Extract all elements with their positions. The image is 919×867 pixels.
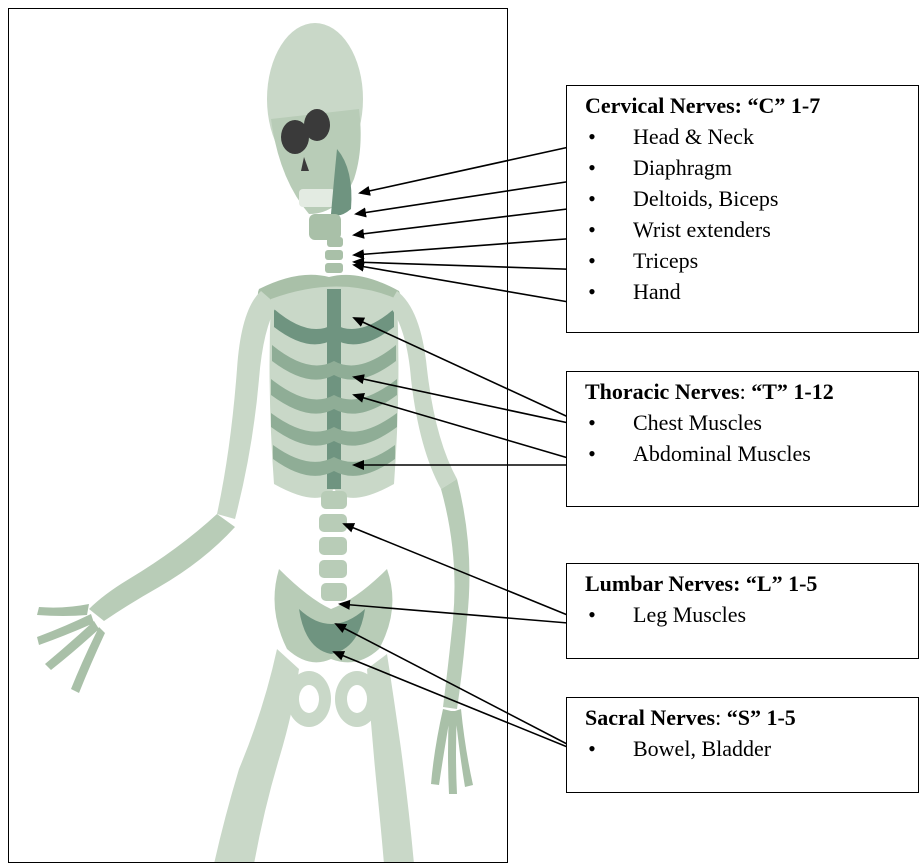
list-item: •Leg Muscles [585, 599, 918, 630]
bullet-icon: • [585, 245, 599, 276]
list-item: •Triceps [585, 245, 918, 276]
bullet-icon: • [585, 407, 599, 438]
lumbar-list: •Leg Muscles [585, 599, 918, 630]
sacral-nerves-box: Sacral Nerves: “S” 1-5 •Bowel, Bladder [566, 697, 919, 793]
sacral-list: •Bowel, Bladder [585, 733, 918, 764]
bullet-icon: • [585, 733, 599, 764]
right-femur [367, 654, 414, 863]
thoracic-list: •Chest Muscles •Abdominal Muscles [585, 407, 918, 469]
list-item: •Bowel, Bladder [585, 733, 918, 764]
right-arm [389, 291, 473, 794]
lumbar-spine [319, 491, 347, 601]
skull [267, 23, 363, 240]
cervical-spine [325, 237, 343, 273]
right-eye-socket [304, 109, 330, 141]
bullet-icon: • [585, 599, 599, 630]
bullet-icon: • [585, 438, 599, 469]
lumbar-title: Lumbar Nerves: “L” 1-5 [585, 568, 918, 599]
cervical-nerves-box: Cervical Nerves: “C” 1-7 •Head & Neck •D… [566, 85, 919, 333]
skeleton-illustration [9, 9, 508, 863]
bullet-icon: • [585, 152, 599, 183]
thoracic-title: Thoracic Nerves: “T” 1-12 [585, 376, 918, 407]
left-femur [214, 649, 299, 863]
left-arm [37, 291, 277, 693]
bullet-icon: • [585, 214, 599, 245]
list-item: •Abdominal Muscles [585, 438, 918, 469]
list-item: •Deltoids, Biceps [585, 183, 918, 214]
lumbar-nerves-box: Lumbar Nerves: “L” 1-5 •Leg Muscles [566, 563, 919, 659]
sacral-title: Sacral Nerves: “S” 1-5 [585, 702, 918, 733]
list-item: •Chest Muscles [585, 407, 918, 438]
thoracic-nerves-box: Thoracic Nerves: “T” 1-12 •Chest Muscles… [566, 371, 919, 507]
rib-cage [270, 287, 399, 498]
cervical-title: Cervical Nerves: “C” 1-7 [585, 90, 918, 121]
skeleton-frame [8, 8, 508, 863]
bullet-icon: • [585, 276, 599, 307]
list-item: •Head & Neck [585, 121, 918, 152]
list-item: •Diaphragm [585, 152, 918, 183]
bullet-icon: • [585, 183, 599, 214]
bullet-icon: • [585, 121, 599, 152]
cervical-list: •Head & Neck •Diaphragm •Deltoids, Bicep… [585, 121, 918, 307]
list-item: •Wrist extenders [585, 214, 918, 245]
list-item: •Hand [585, 276, 918, 307]
